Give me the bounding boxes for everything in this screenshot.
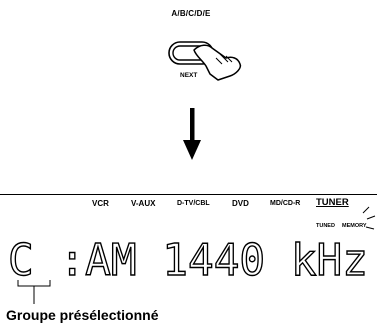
- tuned-indicator: TUNED: [316, 223, 335, 229]
- input-v-aux: V-AUX: [131, 199, 156, 208]
- display-text: C :AM 1440 kHz: [8, 235, 368, 282]
- front-panel-display: C :AM 1440 kHz: [7, 234, 368, 282]
- display-top-rule: [0, 194, 377, 195]
- input-vcr: VCR: [92, 199, 109, 208]
- down-arrow-icon: [183, 108, 201, 160]
- group-buttons-label: A/B/C/D/E: [171, 9, 211, 18]
- input-dvd: DVD: [232, 199, 249, 208]
- preset-group-caption: Groupe présélectionné: [6, 307, 159, 323]
- next-button-label: NEXT: [180, 72, 197, 79]
- memory-indicator: MEMORY: [342, 223, 367, 229]
- next-button-illustration: NEXT: [168, 41, 242, 81]
- input-d-tv-cbl: D-TV/CBL: [177, 200, 210, 207]
- input-tuner: TUNER: [316, 197, 349, 208]
- memory-blink-rays-icon: [362, 206, 376, 230]
- input-md-cd-r: MD/CD-R: [270, 200, 301, 207]
- group-callout-bracket: [17, 280, 51, 304]
- pressing-hand-icon: [193, 44, 242, 81]
